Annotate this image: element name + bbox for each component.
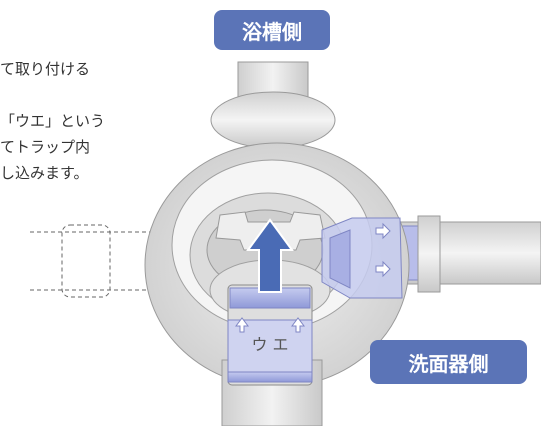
instruction-line-3: てトラップ内 [0,138,91,156]
small-outline-arrow-icon [235,317,305,333]
instruction-line-2: 「ウエ」という [0,112,106,130]
right-connector [321,217,403,299]
instruction-line-4: し込みます。 [0,164,89,182]
basin-side-label: 洗面器側 [370,340,527,384]
instruction-line-1: て取り付ける [0,60,91,78]
up-arrow-icon [246,218,294,293]
part-marking: ウ エ [251,335,288,354]
top-pipe [210,61,336,149]
insert-piece: ウ エ [227,284,313,386]
small-outline-arrow-icon [375,222,391,278]
right-pipe [394,215,541,293]
bathtub-side-label: 浴槽側 [214,10,330,50]
